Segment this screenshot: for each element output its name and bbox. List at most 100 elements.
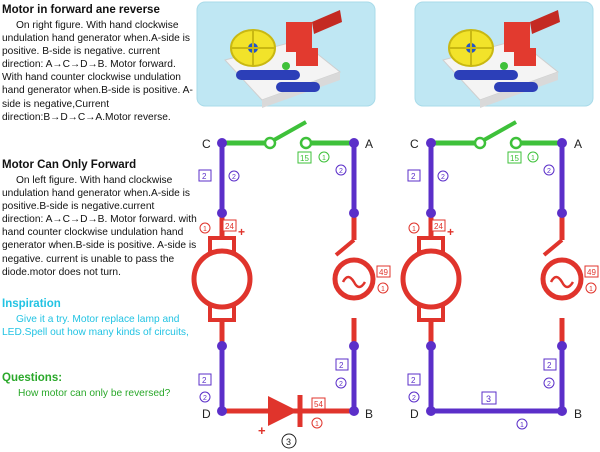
right-wire-br-part: 2 bbox=[547, 361, 552, 370]
right-bottom-wire-num: 1 bbox=[520, 422, 524, 429]
right-bottom-wire-part-box bbox=[481, 391, 497, 405]
left-switch-part: 15 bbox=[300, 154, 309, 163]
inspiration-heading: Inspiration bbox=[2, 298, 61, 310]
right-motor-part: 24 bbox=[434, 222, 443, 231]
left-node-d-upper bbox=[217, 341, 227, 351]
left-wire-bl-num: 2 bbox=[203, 395, 207, 402]
right-wire-tl-num-circle bbox=[437, 170, 449, 182]
left-gen-part-box bbox=[376, 265, 391, 278]
left-wire-tl-part-box bbox=[198, 169, 212, 182]
left-switch-num: 1 bbox=[322, 155, 326, 162]
left-diode-part-box bbox=[311, 397, 326, 410]
questions-text: How motor can only be reversed? bbox=[18, 388, 171, 399]
right-node-c-label: C bbox=[410, 137, 419, 151]
right-switch-contact-2 bbox=[509, 136, 523, 150]
right-wire-tr-num-circle bbox=[543, 164, 555, 176]
right-motor-plus: + bbox=[447, 225, 454, 239]
left-motor-body bbox=[191, 248, 253, 310]
right-node-d bbox=[426, 406, 436, 416]
right-switch-num-circle bbox=[527, 151, 539, 163]
left-diode-triangle bbox=[268, 396, 298, 426]
right-motor-num-circle bbox=[408, 222, 420, 234]
left-switch-part-box bbox=[297, 151, 312, 164]
left-gen-num: 1 bbox=[381, 286, 385, 293]
right-wire-br-num: 2 bbox=[547, 381, 551, 388]
left-motor-part: 24 bbox=[225, 222, 234, 231]
left-kit-photo bbox=[196, 1, 376, 108]
left-wire-tr-num-circle bbox=[335, 164, 347, 176]
left-wire-bl-num-circle bbox=[199, 391, 211, 403]
right-wire-br-part-box bbox=[543, 358, 557, 371]
right-wire-bl-num: 2 bbox=[412, 395, 416, 402]
left-diode-plus: + bbox=[258, 423, 266, 438]
heading-forward-reverse: Motor in forward ane reverse bbox=[2, 4, 160, 16]
right-gen-part-box bbox=[584, 265, 599, 278]
left-node-a-label: A bbox=[365, 137, 373, 151]
right-wire-tl-num: 2 bbox=[441, 174, 445, 181]
left-wire-bl-part: 2 bbox=[202, 376, 207, 385]
left-wire-tr-num: 2 bbox=[339, 168, 343, 175]
left-label-three: 3 bbox=[286, 437, 291, 447]
left-switch-lever bbox=[273, 120, 307, 142]
right-gen-num-circle bbox=[585, 282, 597, 294]
left-node-a bbox=[349, 138, 359, 148]
right-wire-tr-num: 2 bbox=[547, 168, 551, 175]
left-node-c bbox=[217, 138, 227, 148]
left-node-c-label: C bbox=[202, 137, 211, 151]
left-generator-body bbox=[332, 257, 376, 301]
right-switch-part: 15 bbox=[510, 154, 519, 163]
paragraph-only-forward: On left figure. With hand clockwise undu… bbox=[2, 175, 197, 278]
questions-heading: Questions: bbox=[2, 372, 63, 384]
right-motor-body bbox=[400, 248, 462, 310]
left-generator-wave-icon bbox=[341, 275, 367, 289]
left-motor-num: 1 bbox=[203, 226, 207, 233]
left-motor-num-circle bbox=[199, 222, 211, 234]
left-switch-contact-1 bbox=[263, 136, 277, 150]
right-node-c bbox=[426, 138, 436, 148]
right-gen-lever bbox=[542, 238, 564, 257]
left-label-three-circle bbox=[281, 433, 297, 449]
left-gen-lever bbox=[334, 238, 356, 257]
right-switch-lever bbox=[483, 120, 517, 142]
left-motor-plus: + bbox=[238, 225, 245, 239]
left-motor-part-box bbox=[222, 219, 237, 232]
left-switch-contact-2 bbox=[299, 136, 313, 150]
left-wire-tl-num-circle bbox=[228, 170, 240, 182]
right-switch-num: 1 bbox=[531, 155, 535, 162]
right-circuit: C A D B 15 1 2 2 2 1 24 + 49 1 2 2 2 2 3… bbox=[400, 120, 599, 430]
left-diode-part: 54 bbox=[314, 400, 323, 409]
right-generator-body bbox=[540, 257, 584, 301]
left-wire-br-num-circle bbox=[335, 377, 347, 389]
right-node-c-lower bbox=[426, 208, 436, 218]
heading-only-forward: Motor Can Only Forward bbox=[2, 159, 137, 171]
right-kit-photo bbox=[414, 1, 594, 108]
right-bottom-wire-part: 3 bbox=[486, 394, 491, 404]
left-diode-num: 1 bbox=[315, 421, 319, 428]
right-switch-contact-1 bbox=[473, 136, 487, 150]
right-wire-br-num-circle bbox=[543, 377, 555, 389]
left-gen-num-circle bbox=[377, 282, 389, 294]
inspiration-text: Give it a try. Motor replace lamp and LE… bbox=[2, 314, 189, 339]
left-wire-br-part: 2 bbox=[339, 361, 344, 370]
right-wire-bl-part: 2 bbox=[411, 376, 416, 385]
left-node-b bbox=[349, 406, 359, 416]
left-circuit: C A D B 15 1 2 2 2 1 24 + 49 1 2 2 2 2 5… bbox=[191, 120, 391, 449]
left-wire-tl-num: 2 bbox=[232, 174, 236, 181]
right-node-d-upper bbox=[426, 341, 436, 351]
left-diode-num-circle bbox=[311, 417, 323, 429]
right-motor-part-box bbox=[431, 219, 446, 232]
left-node-d bbox=[217, 406, 227, 416]
right-node-d-label: D bbox=[410, 407, 419, 421]
left-gen-part: 49 bbox=[379, 268, 388, 277]
right-wire-tl-part-box bbox=[407, 169, 421, 182]
right-wire-bl-part-box bbox=[407, 373, 421, 386]
left-node-b-upper bbox=[349, 341, 359, 351]
left-node-a-lower bbox=[349, 208, 359, 218]
left-node-d-label: D bbox=[202, 407, 211, 421]
left-wire-tl-part: 2 bbox=[202, 172, 207, 181]
left-wire-bl-part-box bbox=[198, 373, 212, 386]
right-node-b bbox=[557, 406, 567, 416]
left-switch-num-circle bbox=[318, 151, 330, 163]
right-gen-part: 49 bbox=[587, 268, 596, 277]
